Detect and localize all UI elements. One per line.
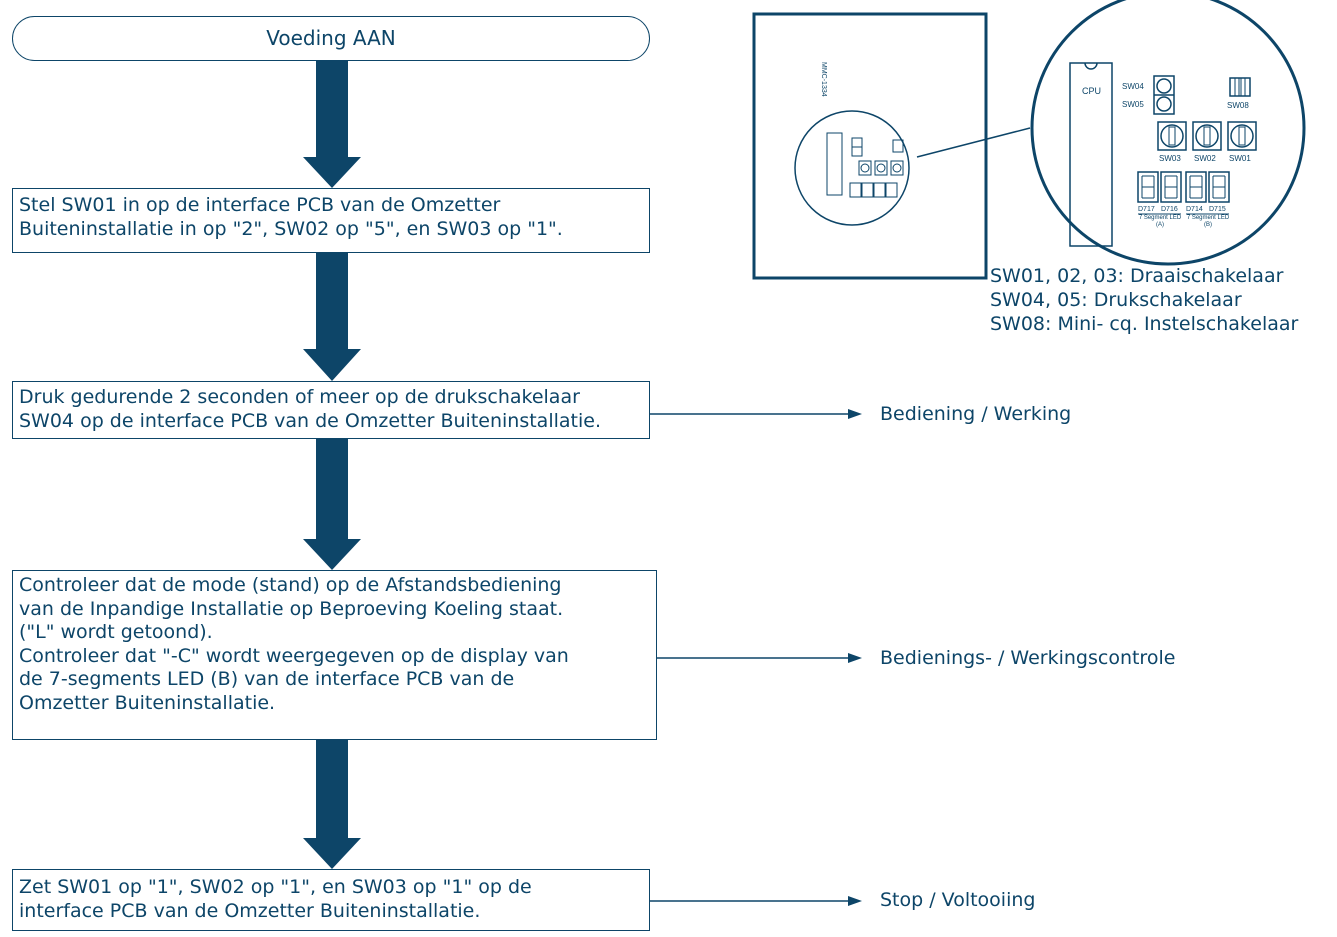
d715-label: D715 [1209, 206, 1226, 213]
sw05-label: SW05 [1122, 100, 1144, 109]
rotary-switch-sw01 [1227, 121, 1257, 151]
flow-arrow-3-shaft [316, 439, 348, 539]
sw03-label: SW03 [1159, 154, 1181, 163]
led-b-label: 7 Segment LED (B) [1186, 215, 1230, 228]
label-operation: Bediening / Werking [880, 403, 1072, 425]
dip-switch-sw08 [1229, 77, 1251, 97]
side-arrow-operation-head [848, 409, 862, 419]
flow-arrow-1-shaft [316, 61, 348, 157]
step-1-text: Stel SW01 in op de interface PCB van de … [19, 194, 563, 240]
sw02-label: SW02 [1194, 154, 1216, 163]
switch-legend: SW01, 02, 03: Draaischakelaar SW04, 05: … [990, 265, 1299, 335]
pcb-illustration: MMC-1334 CPU SW04 SW05 SW08 [752, 0, 1306, 280]
side-arrow-stop-head [848, 896, 862, 906]
pcb-board-code: MMC-1334 [820, 62, 827, 97]
flow-arrow-3-head [303, 539, 361, 570]
rotary-switch-sw03 [1157, 121, 1187, 151]
pcb-zoom-detail [1030, 0, 1306, 266]
step-1-box: Stel SW01 in op de interface PCB van de … [12, 188, 650, 253]
flow-arrow-1-head [303, 157, 361, 188]
flow-arrow-2-head [303, 349, 361, 381]
cpu-chip [1069, 62, 1113, 247]
step-3-box: Controleer dat de mode (stand) op de Afs… [12, 570, 657, 740]
step-3-text: Controleer dat de mode (stand) op de Afs… [19, 574, 569, 714]
step-2-box: Druk gedurende 2 seconden of meer op de … [12, 381, 650, 439]
flow-arrow-4-head [303, 838, 361, 869]
label-stop: Stop / Voltooiing [880, 889, 1036, 911]
pcb-small-detail [794, 110, 910, 226]
sw01-label: SW01 [1229, 154, 1251, 163]
sw04-label: SW04 [1122, 82, 1144, 91]
sw04-button [1156, 78, 1172, 94]
sw08-label: SW08 [1227, 101, 1249, 110]
pcb-board-outline [752, 12, 988, 280]
seven-segment-led-display [1137, 171, 1230, 203]
sw05-button [1156, 96, 1172, 112]
d717-label: D717 [1138, 206, 1155, 213]
d716-label: D716 [1161, 206, 1178, 213]
step-4-text: Zet SW01 op "1", SW02 op "1", en SW03 op… [19, 876, 532, 922]
d714-label: D714 [1186, 206, 1203, 213]
start-terminal: Voeding AAN [12, 16, 650, 61]
start-label: Voeding AAN [266, 25, 396, 50]
step-2-text: Druk gedurende 2 seconden of meer op de … [19, 386, 601, 432]
led-a-label: 7 Segment LED (A) [1138, 215, 1182, 228]
flow-arrow-4-shaft [316, 740, 348, 838]
label-operation-check: Bedienings- / Werkingscontrole [880, 647, 1176, 669]
cpu-label: CPU [1082, 86, 1101, 96]
step-4-box: Zet SW01 op "1", SW02 op "1", en SW03 op… [12, 869, 650, 931]
pcb-zoom-connector [916, 127, 1031, 158]
rotary-switch-sw02 [1192, 121, 1222, 151]
flow-arrow-2-shaft [316, 253, 348, 349]
side-arrow-check-head [848, 653, 862, 663]
